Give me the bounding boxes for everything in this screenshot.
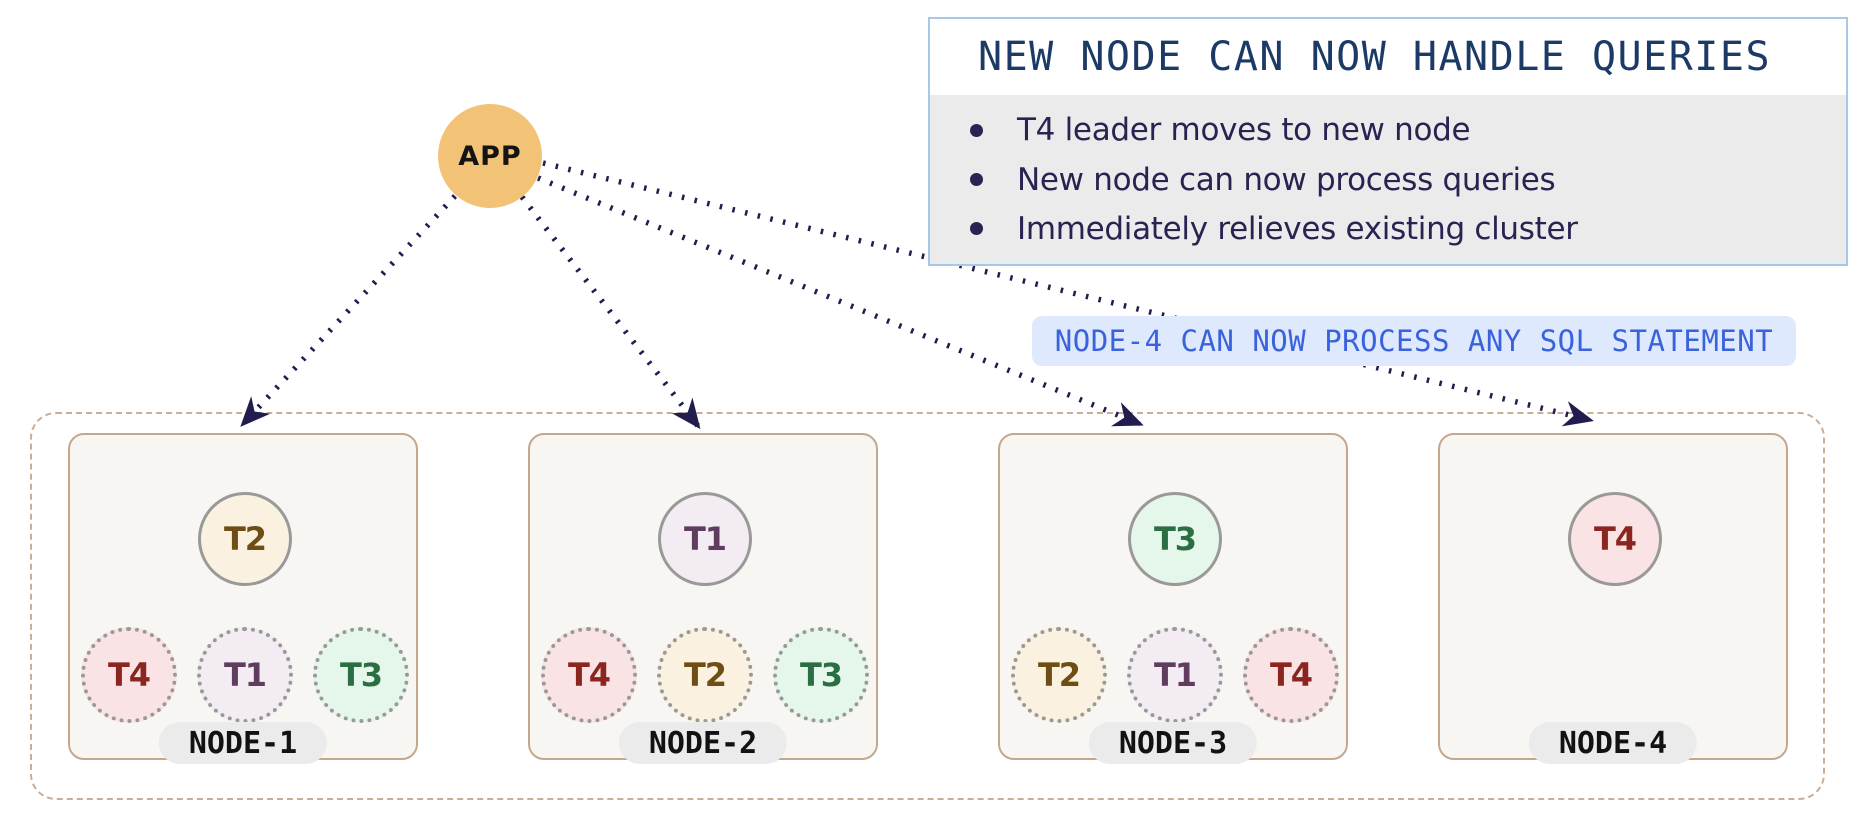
follower-tablet: T1	[197, 627, 293, 723]
bullet-row: T4 leader moves to new node	[930, 112, 1846, 148]
node-box-2: T1 T4 T2 T3 NODE-2	[528, 433, 878, 764]
callout-pill: NODE-4 CAN NOW PROCESS ANY SQL STATEMENT	[1032, 316, 1796, 366]
bullet-icon	[970, 173, 983, 186]
leader-tablet: T4	[1568, 492, 1662, 586]
bullet-row: Immediately relieves existing cluster	[930, 211, 1846, 247]
bullet-text: New node can now process queries	[1017, 161, 1556, 198]
info-box: NEW NODE CAN NOW HANDLE QUERIES T4 leade…	[928, 17, 1848, 266]
arrow-app-to-node-2	[519, 195, 701, 430]
info-box-body: T4 leader moves to new node New node can…	[930, 95, 1846, 264]
node-box-3: T3 T2 T1 T4 NODE-3	[998, 433, 1348, 764]
bullet-row: New node can now process queries	[930, 162, 1846, 198]
follower-tablet: T4	[541, 627, 637, 723]
node-label: NODE-4	[1528, 722, 1698, 764]
node-label: NODE-3	[1088, 722, 1258, 764]
follower-tablet: T3	[773, 627, 869, 723]
app-label: APP	[458, 140, 522, 172]
bullet-text: Immediately relieves existing cluster	[1017, 210, 1578, 247]
info-box-title: NEW NODE CAN NOW HANDLE QUERIES	[978, 34, 1772, 80]
bullet-icon	[970, 123, 983, 137]
follower-tablet: T4	[1243, 627, 1339, 723]
follower-tablet: T2	[657, 627, 753, 723]
bullet-icon	[970, 222, 983, 236]
follower-tablet: T1	[1127, 627, 1223, 723]
follower-tablet: T3	[313, 627, 409, 723]
callout-text: NODE-4 CAN NOW PROCESS ANY SQL STATEMENT	[1054, 324, 1774, 358]
arrow-app-to-node-1	[240, 194, 458, 427]
leader-tablet: T3	[1128, 492, 1222, 586]
leader-tablet: T1	[658, 492, 752, 586]
node-box-1: T2 T4 T1 T3 NODE-1	[68, 433, 418, 764]
leader-tablet: T2	[198, 492, 292, 586]
app-node: APP	[438, 104, 542, 208]
follower-tablet: T4	[81, 627, 177, 723]
node-label: NODE-1	[158, 722, 328, 764]
bullet-text: T4 leader moves to new node	[1017, 112, 1471, 149]
node-box-4: T4 NODE-4	[1438, 433, 1788, 764]
node-label: NODE-2	[618, 722, 788, 764]
follower-tablet: T2	[1011, 627, 1107, 723]
